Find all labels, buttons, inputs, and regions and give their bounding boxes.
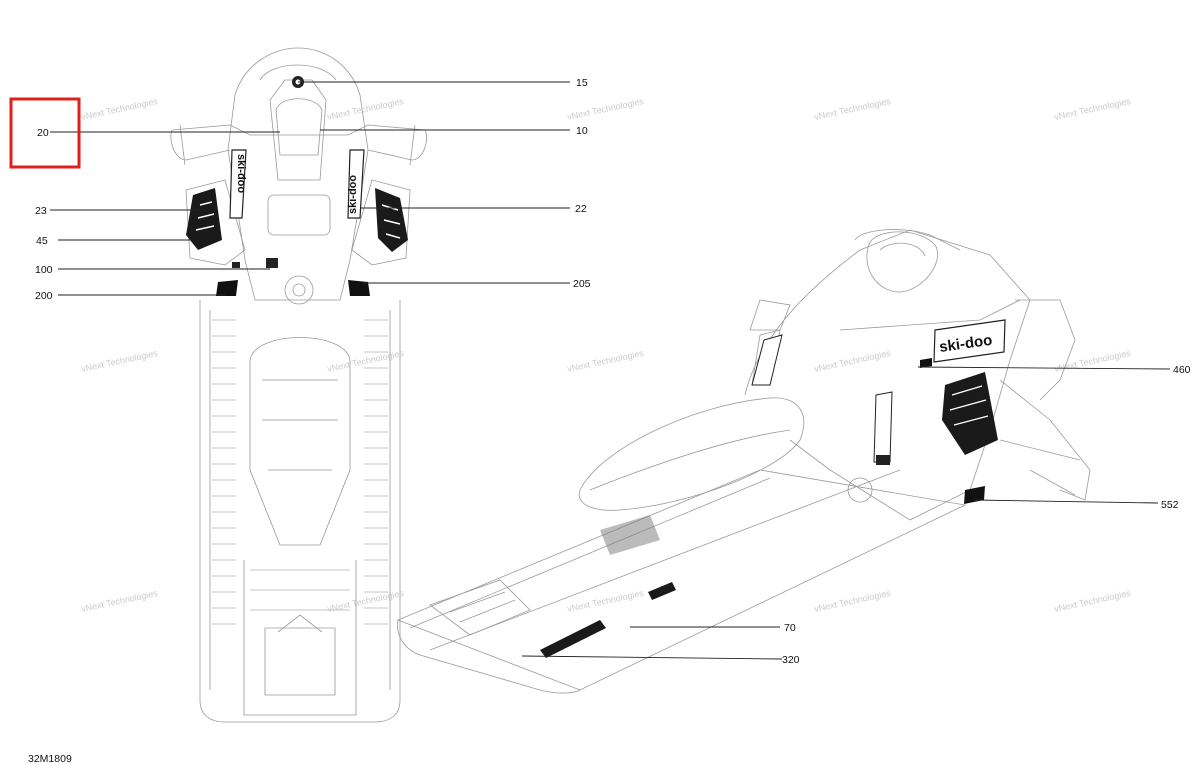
callout-205[interactable]: 205 [573,278,591,290]
leader-lines [50,81,1171,660]
track-lugs-left [212,319,388,625]
callout-23[interactable]: 23 [35,205,47,217]
callout-labels: 15 20 10 23 22 45 100 200 205 460 552 70… [35,77,1191,666]
watermark: vNext Technologies [326,96,405,122]
callout-552[interactable]: 552 [1161,499,1179,511]
drawing-number: 32M1809 [28,753,72,765]
callout-320[interactable]: 320 [782,654,800,666]
top-view-snowmobile [170,47,428,723]
callout-22[interactable]: 22 [575,203,587,215]
top-view-decals: ski-doo ski-doo [186,76,408,296]
callout-70[interactable]: 70 [784,622,796,634]
watermark: vNext Technologies [1053,348,1132,374]
perspective-view-snowmobile [396,229,1091,694]
watermark: vNext Technologies [1053,588,1132,614]
watermark: vNext Technologies [813,96,892,122]
callout-10[interactable]: 10 [576,125,588,137]
watermark: vNext Technologies [80,96,159,122]
logo-decal-left: ski-doo [235,154,247,193]
highlight-box [9,97,81,169]
watermark: vNext Technologies [566,588,645,614]
watermark: vNext Technologies [813,348,892,374]
perspective-decals: ski-doo [540,319,1006,658]
watermark: vNext Technologies [80,588,159,614]
callout-45[interactable]: 45 [36,235,48,247]
watermark: vNext Technologies [80,348,159,374]
callout-200[interactable]: 200 [35,290,53,302]
callout-100[interactable]: 100 [35,264,53,276]
callout-460[interactable]: 460 [1173,364,1191,376]
watermark: vNext Technologies [1053,96,1132,122]
callout-20[interactable]: 20 [37,127,49,139]
callout-15[interactable]: 15 [576,77,588,89]
watermark: vNext Technologies [566,96,645,122]
watermark: vNext Technologies [566,348,645,374]
logo-decal-right: ski-doo [347,175,359,214]
watermark: vNext Technologies [813,588,892,614]
